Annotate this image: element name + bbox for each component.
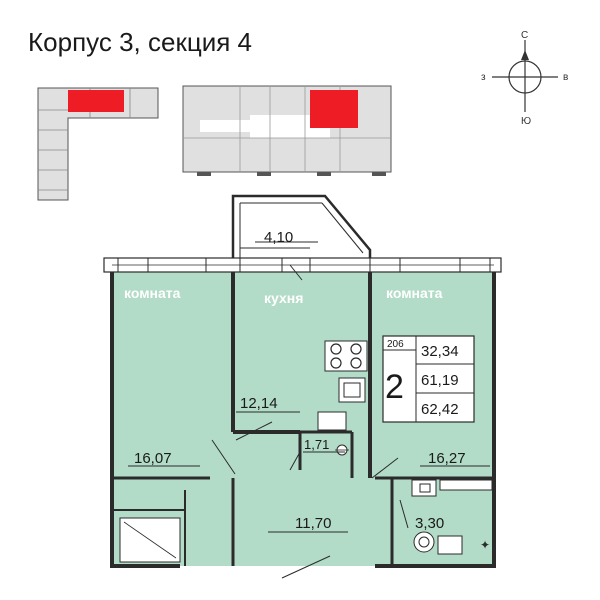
site-keymap <box>37 87 159 201</box>
room-right-area: 16,27 <box>428 450 466 467</box>
apartment-info-box: 206 2 32,34 61,19 62,42 <box>382 335 475 423</box>
living-area-value: 32,34 <box>421 343 459 360</box>
floor-keyplan <box>182 85 392 176</box>
outer-walls <box>103 257 502 568</box>
stove <box>324 340 368 372</box>
keyplan-highlight-apartment <box>310 90 358 128</box>
wardrobe <box>119 517 181 563</box>
page-title: Корпус 3, секция 4 <box>28 27 252 57</box>
compass-north: С <box>521 30 528 41</box>
compass-west: з <box>481 72 486 83</box>
keymap-highlight-section <box>68 90 124 112</box>
kitchen-label: кухня <box>264 290 303 306</box>
interior-walls <box>112 272 494 566</box>
room-left-area: 16,07 <box>134 450 172 467</box>
apartment-number: 206 <box>387 339 404 350</box>
bathroom-fixtures: ✦ <box>411 479 493 555</box>
kitchen-area: 12,14 <box>240 395 278 412</box>
total-with-balcony-value: 62,42 <box>421 401 459 418</box>
bathroom-area: 3,30 <box>415 515 444 532</box>
hall-area: 11,70 <box>295 515 331 532</box>
room-left-label: комната <box>124 285 181 301</box>
compass-rose: С Ю з в <box>481 30 568 127</box>
rooms-count: 2 <box>385 368 404 406</box>
room-right-label: комната <box>386 285 443 301</box>
kitchen-sink <box>338 377 366 403</box>
svg-text:✦: ✦ <box>480 538 490 552</box>
doors <box>211 264 409 579</box>
label-leaders <box>128 247 490 533</box>
toilet-fixtures <box>317 411 349 456</box>
compass-south: Ю <box>521 116 531 127</box>
compass-east: в <box>563 72 568 83</box>
balcony-area: 4,10 <box>264 229 293 246</box>
total-area-value: 61,19 <box>421 372 459 389</box>
toilet-area: 1,71 <box>304 437 329 452</box>
balcony <box>231 194 372 262</box>
